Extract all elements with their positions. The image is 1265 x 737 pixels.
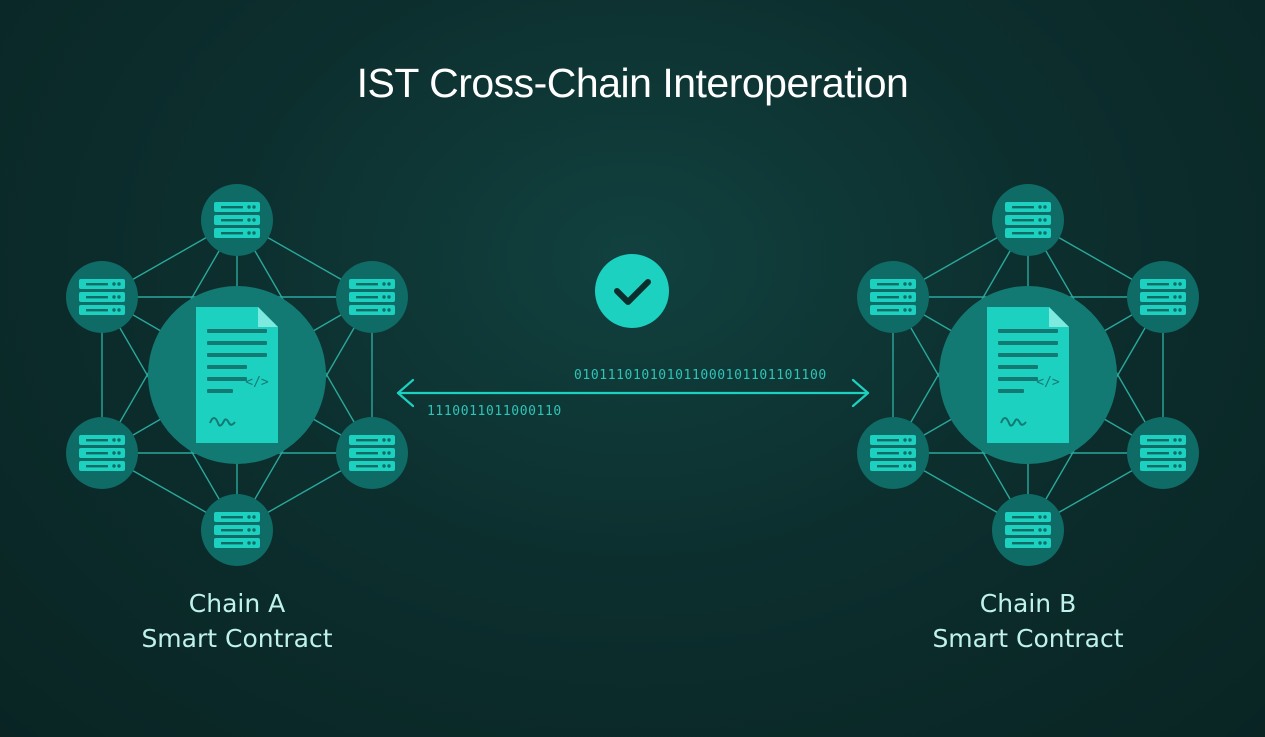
server-icon [1140, 279, 1186, 315]
server-icon [79, 435, 125, 471]
page-title: IST Cross-Chain Interoperation [356, 60, 909, 106]
chain-a-network: </> [66, 184, 408, 566]
code-icon: </> [245, 375, 269, 390]
chain-a-subtitle: Smart Contract [141, 624, 333, 653]
chain-b-node-lower-right [1127, 417, 1199, 489]
chain-b-subtitle: Smart Contract [932, 624, 1124, 653]
server-icon [1005, 202, 1051, 238]
server-icon [349, 435, 395, 471]
binary-stream-bottom: 1110011011000110 [427, 404, 562, 419]
bidirectional-arrow [396, 378, 870, 408]
signature-icon [209, 417, 236, 427]
server-icon [1005, 512, 1051, 548]
server-icon [870, 435, 916, 471]
chain-b-contract-hub: </> [939, 286, 1117, 464]
binary-stream-top: 010111010101011000101101101100 [574, 368, 827, 383]
server-icon [79, 279, 125, 315]
chain-a-node-bottom [201, 494, 273, 566]
contract-document-icon: </> [196, 307, 278, 443]
check-icon [595, 254, 669, 328]
chain-a-node-lower-left [66, 417, 138, 489]
chain-b-caption: Chain B Smart Contract [858, 586, 1198, 656]
chain-b-name: Chain B [979, 589, 1077, 618]
arrow-left-head [396, 378, 415, 408]
chain-b-node-upper-left [857, 261, 929, 333]
chain-a-name: Chain A [188, 589, 286, 618]
chain-a-caption: Chain A Smart Contract [67, 586, 407, 656]
server-icon [214, 512, 260, 548]
server-icon [349, 279, 395, 315]
chain-b-node-top [992, 184, 1064, 256]
chain-a-contract-hub: </> [148, 286, 326, 464]
chain-b-node-bottom [992, 494, 1064, 566]
chain-a-node-lower-right [336, 417, 408, 489]
arrow-right-head [851, 378, 870, 408]
server-icon [214, 202, 260, 238]
chain-a-node-upper-left [66, 261, 138, 333]
server-icon [870, 279, 916, 315]
server-icon [1140, 435, 1186, 471]
signature-icon [1000, 417, 1027, 427]
chain-a-node-top [201, 184, 273, 256]
chain-b-network: </> [857, 184, 1199, 566]
contract-document-icon: </> [987, 307, 1069, 443]
chain-b-node-lower-left [857, 417, 929, 489]
code-icon: </> [1036, 375, 1060, 390]
chain-a-node-upper-right [336, 261, 408, 333]
chain-b-node-upper-right [1127, 261, 1199, 333]
